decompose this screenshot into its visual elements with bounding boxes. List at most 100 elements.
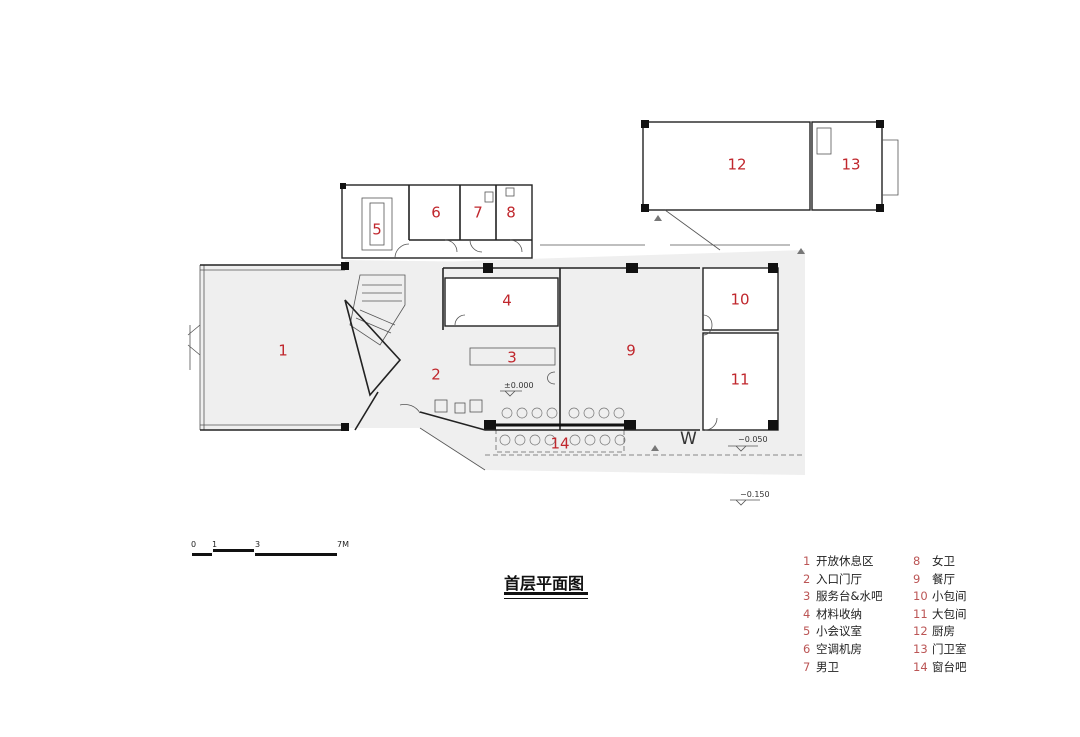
- svg-text:±0.000: ±0.000: [504, 381, 534, 390]
- legend-label: 小包间: [932, 589, 967, 604]
- legend-item: 12 厨房: [913, 623, 967, 641]
- svg-text:−0.150: −0.150: [740, 490, 770, 499]
- legend-label: 入口门厅: [816, 571, 862, 586]
- legend-label: 窗台吧: [932, 659, 967, 674]
- bar-stool: [614, 434, 626, 446]
- legend-item: 6 空调机房: [803, 641, 882, 659]
- legend-column-1: 1 开放休息区 2 入口门厅 3 服务台&水吧 4 材料收纳 5 小会议室 6 空调机房 7 男卫: [803, 553, 882, 676]
- bar-stool: [544, 434, 556, 446]
- svg-text:0: 0: [191, 540, 196, 549]
- kitchen-block: [540, 120, 899, 251]
- entrance-door: [399, 404, 421, 414]
- legend-item: 13 门卫室: [913, 641, 967, 659]
- svg-text:7M: 7M: [337, 540, 349, 549]
- legend-number: 8: [913, 554, 921, 568]
- bar-stool: [599, 434, 611, 446]
- bar-stool: [568, 407, 580, 419]
- legend-number: 13: [913, 641, 928, 656]
- bar-stool: [531, 407, 543, 419]
- legend-number: 9: [913, 571, 921, 586]
- svg-text:−0.050: −0.050: [738, 435, 768, 444]
- legend-number: 3: [803, 589, 811, 604]
- legend-item: 7 男卫: [803, 659, 882, 677]
- legend-number: 14: [913, 659, 928, 674]
- open-lounge-floor: [200, 265, 345, 430]
- legend-item: 11 大包间: [913, 606, 967, 624]
- legend-label: 服务台&水吧: [816, 589, 883, 604]
- core-walls: [442, 263, 700, 430]
- room-label-12: 12: [727, 156, 746, 174]
- room-label-5: 5: [372, 221, 382, 239]
- legend-item: 5 小会议室: [803, 623, 882, 641]
- entry-arrow-icon: [651, 445, 659, 451]
- bar-stool: [501, 407, 513, 419]
- window-bar: [434, 399, 636, 453]
- elevation-marker-main: ±0.000: [500, 381, 534, 397]
- legend-label: 女卫: [932, 554, 955, 568]
- legend-item: 9 餐厅: [913, 571, 967, 589]
- room-label-8: 8: [506, 204, 516, 222]
- legend-number: 1: [803, 554, 811, 568]
- legend-number: 7: [803, 659, 811, 674]
- service-block: [340, 183, 533, 259]
- elevation-marker-ground: −0.150: [730, 490, 770, 506]
- legend-label: 空调机房: [816, 641, 862, 656]
- legend-number: 11: [913, 606, 928, 621]
- room-label-10: 10: [730, 291, 749, 309]
- room-label-7: 7: [473, 204, 483, 222]
- entry-arrow-icon: [797, 248, 805, 254]
- legend-label: 男卫: [816, 659, 839, 674]
- legend-item: 2 入口门厅: [803, 571, 882, 589]
- legend-label: 大包间: [932, 606, 967, 621]
- bar-stool: [613, 407, 625, 419]
- legend-label: 材料收纳: [816, 606, 862, 621]
- scale-bar: 0 1 3 7M: [191, 540, 349, 556]
- room-1-open-lounge: [187, 262, 349, 431]
- legend-label: 餐厅: [932, 571, 955, 586]
- legend-item: 14 窗台吧: [913, 659, 967, 677]
- legend-item: 3 服务台&水吧: [803, 588, 882, 606]
- bar-stool: [598, 407, 610, 419]
- terrace-diagonal: [419, 427, 486, 471]
- room-label-13: 13: [841, 156, 860, 174]
- room-label-9: 9: [626, 342, 636, 360]
- legend-label: 厨房: [932, 624, 955, 639]
- bar-stool: [529, 434, 541, 446]
- legend-label: 门卫室: [932, 641, 967, 656]
- bar-stool: [569, 434, 581, 446]
- legend-number: 5: [803, 624, 811, 639]
- room-label-14: 14: [550, 435, 569, 453]
- staircase: [344, 274, 406, 397]
- room-label-2: 2: [431, 366, 441, 384]
- legend-item: 8 女卫: [913, 553, 967, 571]
- room-label-3: 3: [507, 349, 517, 367]
- svg-text:1: 1: [212, 540, 217, 549]
- bar-stool: [584, 434, 596, 446]
- service-counter: [469, 347, 556, 366]
- legend-number: 6: [803, 641, 811, 656]
- bar-stool: [546, 407, 558, 419]
- bar-stool: [583, 407, 595, 419]
- bar-stool: [514, 434, 526, 446]
- plan-title: 首层平面图: [504, 574, 585, 593]
- bar-stool: [499, 434, 511, 446]
- legend-label: 小会议室: [816, 624, 862, 639]
- legend-label: 开放休息区: [816, 554, 874, 568]
- title-underline: [504, 598, 588, 599]
- legend-item: 4 材料收纳: [803, 606, 882, 624]
- legend-item: 10 小包间: [913, 588, 967, 606]
- private-rooms: [702, 263, 779, 431]
- west-mark: W: [680, 429, 697, 449]
- legend-number: 4: [803, 606, 811, 621]
- svg-text:3: 3: [255, 540, 260, 549]
- legend-number: 12: [913, 624, 928, 639]
- elevation-marker-porch: −0.050: [728, 435, 768, 452]
- room-label-11: 11: [730, 371, 749, 389]
- room-label-1: 1: [278, 342, 288, 360]
- legend-number: 10: [913, 589, 928, 604]
- entrance-floor: [345, 260, 700, 430]
- legend-column-2: 8 女卫 9 餐厅 10 小包间 11 大包间 12 厨房 13 门卫室 14 窗台吧: [913, 553, 967, 676]
- legend-number: 2: [803, 571, 811, 586]
- entrance-wall: [354, 391, 700, 431]
